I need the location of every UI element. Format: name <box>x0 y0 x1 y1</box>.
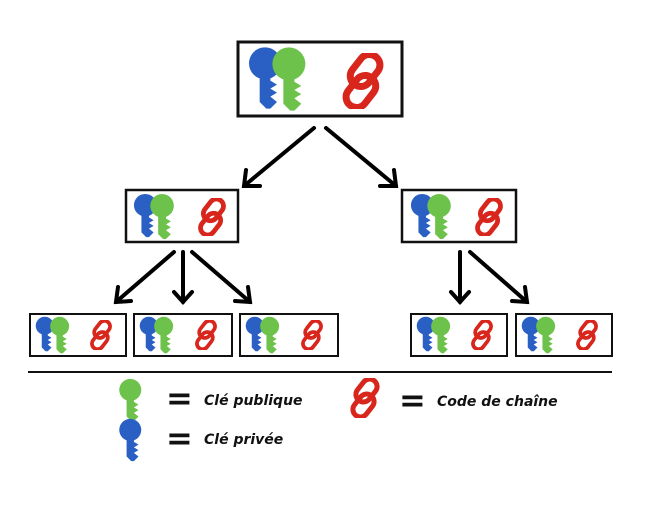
legend-private-key-label: Clé privée <box>204 432 283 448</box>
level2-node <box>515 313 613 357</box>
arrow-right-to-child-1 <box>449 250 471 305</box>
legend-chain-code: = Code de chaîne <box>350 376 558 420</box>
arrow-left-to-child-2 <box>172 250 194 305</box>
level2-node <box>239 313 339 357</box>
legend: = Clé publique = Clé privée = Code de ch… <box>119 376 558 462</box>
root-node <box>236 40 404 118</box>
tree-arrows <box>113 126 530 305</box>
level1-node-left <box>124 188 240 244</box>
green-key-icon <box>119 378 142 422</box>
arrow-left-to-child-3 <box>190 250 253 305</box>
legend-chain-code-label: Code de chaîne <box>437 394 558 410</box>
legend-private-key: = Clé privée <box>119 418 283 462</box>
chain-link-icon <box>350 376 380 420</box>
legend-public-key: = Clé publique <box>119 378 303 422</box>
arrow-left-to-child-1 <box>113 250 176 305</box>
legend-equals: = <box>166 379 193 417</box>
level1-node-right <box>400 188 518 244</box>
legend-equals: = <box>399 381 426 419</box>
arrow-right-to-child-2 <box>468 250 530 305</box>
arrow-root-to-right <box>324 126 399 188</box>
level2-node <box>133 313 233 357</box>
level2-node <box>29 313 127 357</box>
legend-equals: = <box>166 419 193 457</box>
arrow-root-to-left <box>241 126 316 188</box>
level2-node <box>410 313 508 357</box>
blue-key-icon <box>119 418 142 462</box>
legend-public-key-label: Clé publique <box>204 393 303 409</box>
